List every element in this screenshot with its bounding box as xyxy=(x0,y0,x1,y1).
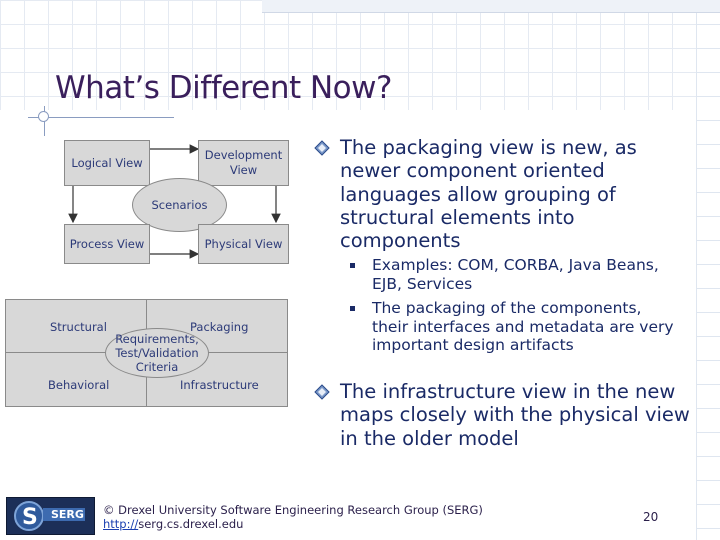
logical-view-box: Logical View xyxy=(64,140,150,186)
square-bullet-icon xyxy=(350,263,355,268)
process-view-label: Process View xyxy=(69,236,145,251)
serg-logo-text: SERG xyxy=(51,508,84,521)
requirements-label-line2: Test/Validation xyxy=(115,346,199,360)
title-underline xyxy=(28,117,174,118)
process-view-box: Process View xyxy=(64,224,150,264)
development-view-label-line1: Development xyxy=(204,148,283,162)
requirements-label-line3: Criteria xyxy=(135,360,179,374)
logical-view-label: Logical View xyxy=(71,155,143,170)
physical-view-label: Physical View xyxy=(204,236,283,251)
square-bullet-icon xyxy=(350,306,355,311)
copyright-text: © Drexel University Software Engineering… xyxy=(103,503,483,517)
svg-text:S: S xyxy=(22,505,38,530)
packaging-label: Packaging xyxy=(190,320,249,334)
scenarios-label: Scenarios xyxy=(151,198,208,212)
footer-text: © Drexel University Software Engineering… xyxy=(103,503,483,531)
background-grid xyxy=(0,0,720,110)
physical-view-box: Physical View xyxy=(198,224,289,264)
top-decoration-bar xyxy=(262,0,720,13)
sub-bullet-text: Examples: COM, CORBA, Java Beans, EJB, S… xyxy=(372,256,659,293)
background-grid-right xyxy=(696,0,720,540)
title-marker-circle xyxy=(38,111,49,122)
behavioral-label: Behavioral xyxy=(48,378,110,392)
bullet-text: The packaging view is new, as newer comp… xyxy=(340,136,637,253)
diamond-bullet-icon xyxy=(314,140,330,156)
infrastructure-label: Infrastructure xyxy=(180,378,259,392)
sub-bullet-text: The packaging of the components, their i… xyxy=(372,299,674,354)
serg-url-link[interactable]: http:// xyxy=(103,517,139,531)
development-view-label-line2: View xyxy=(229,163,258,177)
views-quadrant-diagram: Structural Packaging Behavioral Infrastr… xyxy=(5,299,288,407)
serg-logo: S SERG xyxy=(6,497,95,535)
footer-url: http://serg.cs.drexel.edu xyxy=(103,517,483,531)
serg-url-rest: serg.cs.drexel.edu xyxy=(138,517,244,531)
four-plus-one-diagram: Logical View Development View Scenarios … xyxy=(64,140,289,264)
structural-label: Structural xyxy=(50,320,107,334)
development-view-box: Development View xyxy=(198,140,289,186)
requirements-ellipse: Requirements, Test/Validation Criteria xyxy=(105,328,209,378)
serg-logo-graphic: S xyxy=(14,501,85,531)
slide-title: What’s Different Now? xyxy=(55,70,392,106)
requirements-label-line1: Requirements, xyxy=(115,332,199,346)
page-number: 20 xyxy=(643,510,659,524)
diamond-bullet-icon xyxy=(314,384,330,400)
bullet-text: The infrastructure view in the new maps … xyxy=(340,380,690,450)
scenarios-ellipse: Scenarios xyxy=(132,178,227,232)
